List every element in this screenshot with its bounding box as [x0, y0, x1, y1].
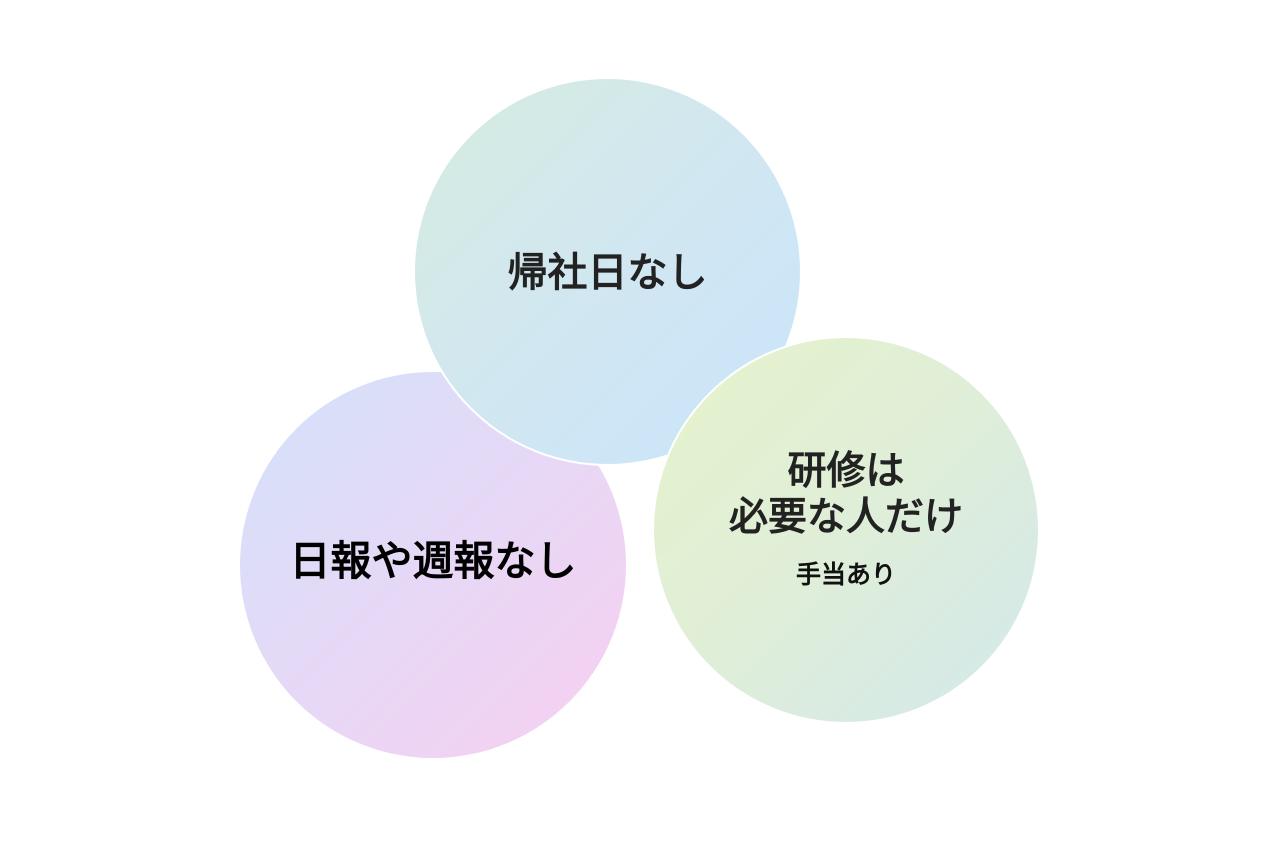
circle-label-training-block: 研修は 必要な人だけ 手当あり [729, 449, 963, 591]
circle-sublabel-allowance: 手当あり [795, 560, 896, 589]
circle-training-optional: 研修は 必要な人だけ 手当あり [652, 336, 1040, 724]
circle-label-no-reports: 日報や週報なし [289, 537, 577, 586]
circle-label-training-line-2: 必要な人だけ [728, 495, 963, 540]
circle-label-training-line-1: 研修は [787, 449, 905, 494]
circle-label-no-office-return: 帰社日なし [507, 249, 708, 296]
